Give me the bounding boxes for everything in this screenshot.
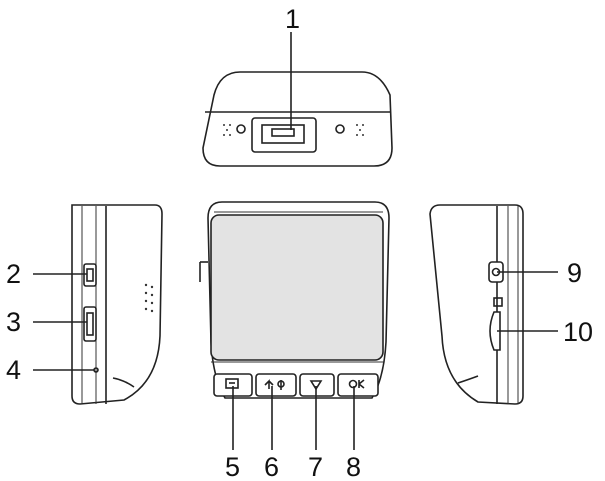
right-side-view (429, 204, 524, 405)
top-speaker-right (356, 124, 364, 136)
callout-7: 7 (308, 452, 323, 481)
callout-8: 8 (346, 452, 361, 481)
up-button[interactable] (255, 373, 297, 397)
down-button[interactable] (299, 373, 335, 397)
top-mount-slot (251, 117, 317, 153)
callout-9: 9 (567, 258, 582, 288)
callout-3: 3 (6, 307, 21, 337)
front-view (199, 201, 390, 399)
callout-2: 2 (6, 259, 21, 289)
callout-4: 4 (6, 355, 21, 385)
ok-button[interactable] (337, 373, 379, 397)
left-side-view (71, 204, 163, 405)
top-screw-left (236, 124, 246, 134)
mini-usb-port (83, 263, 97, 287)
lcd-screen (210, 214, 384, 361)
callout-10: 10 (563, 317, 593, 347)
left-speaker-grille (144, 283, 154, 313)
top-screw-right (335, 124, 345, 134)
sd-card-slot (489, 297, 503, 351)
callout-6: 6 (264, 452, 279, 481)
callout-5: 5 (225, 452, 240, 481)
hdmi-port (83, 306, 97, 342)
top-view (202, 71, 393, 167)
callout-1: 1 (285, 4, 300, 34)
top-speaker-left (223, 124, 231, 136)
power-button[interactable] (488, 261, 504, 283)
leader-lines (33, 32, 558, 450)
